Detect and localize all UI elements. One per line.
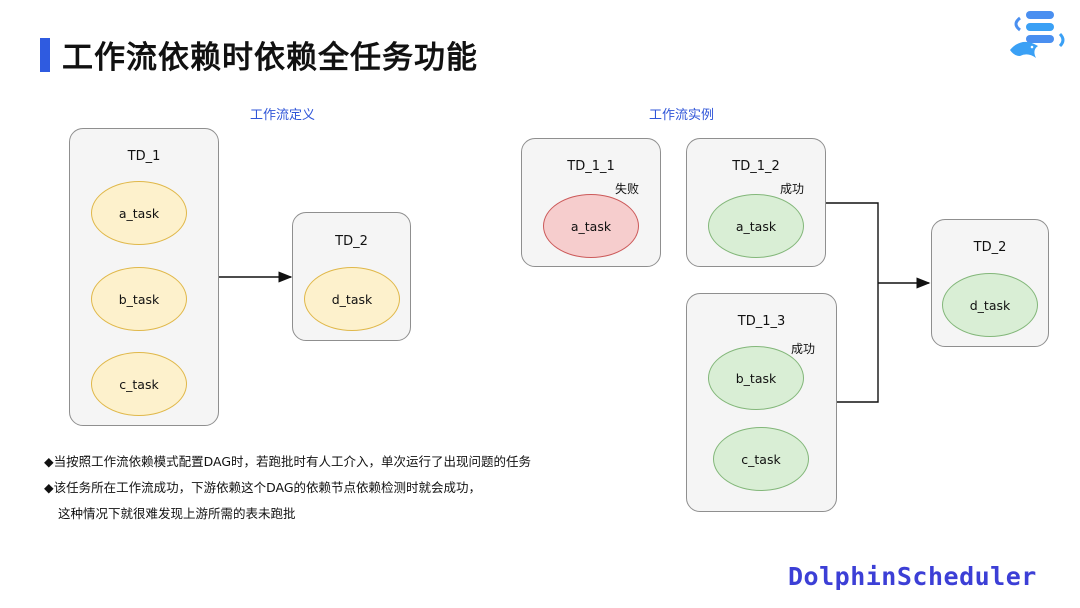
bullet-point: ◆该任务所在工作流成功，下游依赖这个DAG的依赖节点依赖检测时就会成功， [44, 480, 482, 495]
instance-td1-1-group: TD_1_1 失败 a_task [521, 138, 661, 267]
task-node: b_task [708, 346, 804, 410]
group-title: TD_1_2 [732, 159, 780, 174]
definition-td1-group: TD_1 a_task b_task c_task [69, 128, 219, 426]
bullet-point: ◆当按照工作流依赖模式配置DAG时，若跑批时有人工介入，单次运行了出现问题的任务 [44, 454, 532, 469]
group-title: TD_1_3 [737, 314, 786, 329]
instance-td2-group: TD_2 d_task [931, 219, 1049, 347]
dolphinscheduler-logo-icon [1010, 11, 1065, 58]
instance-connector-td1-3 [836, 283, 879, 403]
status-failed-label: 失败 [615, 182, 640, 196]
group-title: TD_2 [335, 234, 368, 249]
task-node: b_task [91, 267, 187, 331]
task-node: c_task [91, 352, 187, 416]
instance-td1-3-group: TD_1_3 成功 b_task c_task [686, 293, 837, 512]
task-node: a_task [91, 181, 187, 245]
title-accent-bar [40, 38, 50, 72]
brand-wordmark: DolphinScheduler [788, 562, 1037, 591]
task-node: a_task [708, 194, 804, 258]
definition-td2-group: TD_2 d_task [292, 212, 411, 341]
instance-td1-2-group: TD_1_2 成功 a_task [686, 138, 826, 267]
definition-section-label: 工作流定义 [250, 108, 316, 123]
page-title: 工作流依赖时依赖全任务功能 [62, 40, 478, 76]
group-title: TD_2 [973, 240, 1007, 255]
task-node: d_task [942, 273, 1038, 337]
group-title: TD_1 [127, 149, 161, 164]
instance-connector-td1-2 [825, 202, 879, 283]
instance-section-label: 工作流实例 [649, 108, 715, 123]
task-node: c_task [713, 427, 809, 491]
bullet-continuation: 这种情况下就很难发现上游所需的表未跑批 [58, 506, 296, 521]
task-node: a_task [543, 194, 639, 258]
task-node: d_task [304, 267, 400, 331]
group-title: TD_1_1 [567, 159, 615, 174]
status-success-label: 成功 [780, 182, 805, 196]
status-success-label: 成功 [791, 342, 816, 356]
